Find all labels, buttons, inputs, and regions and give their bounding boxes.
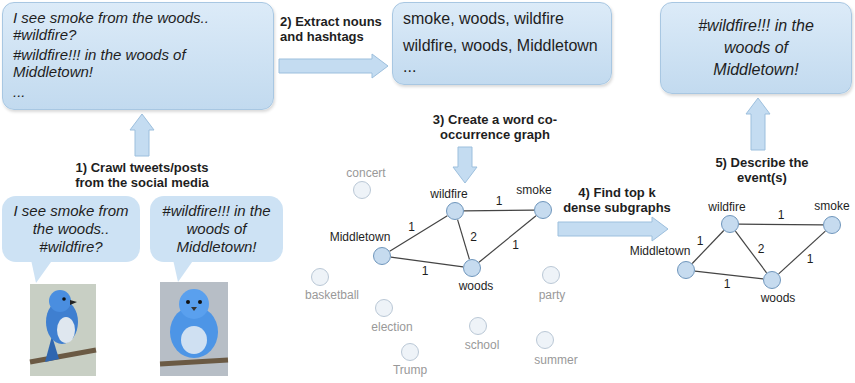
node-text: I see smoke from the woods.. #wildfire? [8,202,134,256]
edge-line [464,210,534,212]
bird-photo [160,282,228,376]
word-label: Middletown [630,244,691,258]
tweet-bubble: #wildfire!!! in the woods of Middletown! [150,196,283,262]
node-text: wildfire, woods, Middletown [403,36,601,55]
bird-belly [181,326,207,354]
graph-edge [735,231,766,273]
edge-weight: 1 [695,235,706,248]
word-node: concert [353,181,371,199]
graph-edge [739,224,823,226]
node-text: I see smoke from the woods.. #wildfire? [13,9,228,43]
step-box: #wildfire!!! in the woods of Middletown! [660,2,852,94]
flow-arrow [279,54,388,78]
word-node: party [542,266,560,284]
node-text: #wildfire!!! in the woods of Middletown! [685,15,827,81]
branch [30,350,96,362]
bird-beak [191,307,197,311]
word-node: woods [763,271,781,289]
word-node: smoke [534,201,552,219]
word-node: Middletown [677,261,695,279]
word-node: basketball [311,268,329,286]
bird-belly [57,317,75,343]
word-node: smoke [823,216,841,234]
word-label: woods [761,291,796,305]
edge-weight: 1 [805,252,816,265]
edge-line [390,216,448,252]
edge-line [739,223,823,225]
flow-arrow [746,98,770,150]
graph-edge [464,210,534,212]
edge-weight: 1 [776,208,787,221]
word-node: wildfire [446,202,464,220]
word-label: woods [459,279,494,293]
edge-weight: 1 [722,278,733,291]
word-label: smoke [516,183,551,197]
step-label: 2) Extract nouns and hashtags [280,14,390,44]
edge-weight: 1 [406,220,417,233]
graph-edge [692,231,724,264]
flow-arrow [453,147,477,183]
edge-weight: 1 [510,239,521,252]
branch [160,360,228,364]
word-label: concert [346,166,385,180]
word-label: smoke [814,199,849,213]
word-label: wildfire [430,187,467,201]
step-label: 1) Crawl tweets/posts from the social me… [62,160,222,190]
node-text: ... [403,57,601,76]
step-label: 3) Create a word co-occurrence graph [420,112,570,142]
step-label: 4) Find top k dense subgraphs [558,185,676,215]
word-label: election [371,320,412,334]
flow-arrow [130,114,154,156]
word-label: party [539,288,566,302]
node-text: #wildfire!!! in the woods of Middletown! [156,202,277,256]
word-node: woods [463,259,481,277]
word-node: Trump [401,343,419,361]
edge-line [692,231,724,264]
word-label: school [465,338,500,352]
graph-edge [479,216,536,263]
word-label: wildfire [708,200,745,214]
bird-beak [70,300,77,305]
edge-weight: 2 [468,230,479,243]
flow-arrow [558,217,668,241]
word-label: basketball [305,288,359,302]
word-label: Middletown [330,230,391,244]
tweet-bubble: I see smoke from the woods.. #wildfire? [2,196,140,262]
word-node: wildfire [721,215,739,233]
word-node: summer [536,331,554,349]
word-node: Middletown [373,247,391,265]
edge-weight: 1 [420,265,431,278]
node-text: ... [13,83,228,100]
edge-line [479,216,536,263]
bird-eye [198,300,202,304]
step-label: 5) Describe the event(s) [702,155,822,185]
step-box: smoke, woods, wildfire wildfire, woods, M… [392,2,612,85]
word-label: summer [534,353,577,367]
step-box: I see smoke from the woods.. #wildfire?#… [2,2,274,110]
graph-edge [779,231,826,274]
word-node: election [375,299,393,317]
node-text: smoke, woods, wildfire [403,9,601,28]
bird-photo [30,284,96,376]
edge-line [735,231,766,273]
edge-weight: 2 [756,243,767,256]
edge-line [779,231,826,274]
bird-head [179,289,209,319]
graph-edge [390,216,448,252]
word-node: school [469,317,487,335]
edge-weight: 1 [494,194,505,207]
node-text: #wildfire!!! in the woods of Middletown! [13,46,228,80]
bird-eye [62,297,66,301]
bird-eye [186,300,190,304]
bird-head [49,290,71,312]
word-label: Trump [393,363,427,377]
